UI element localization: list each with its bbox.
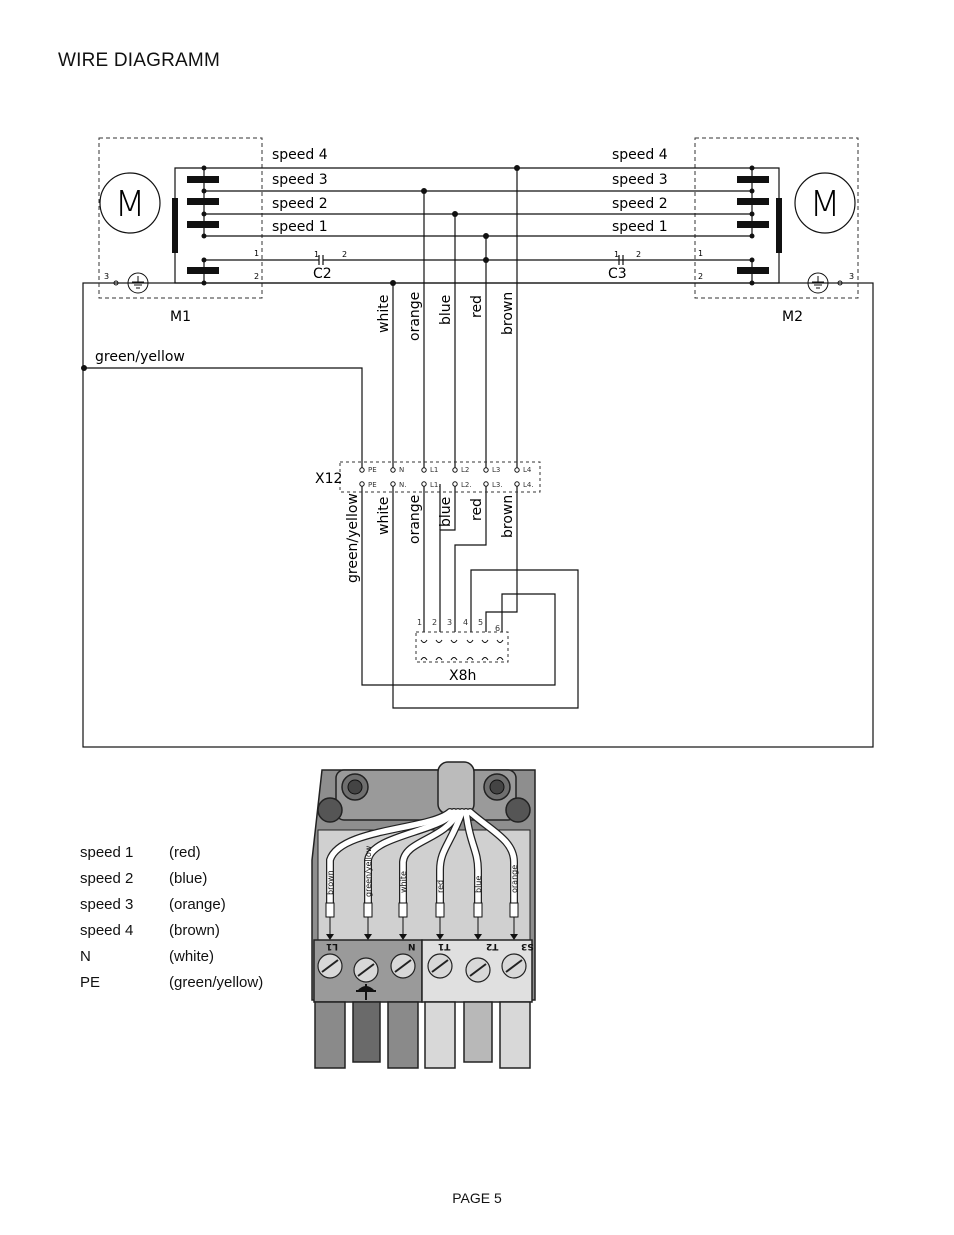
legend-value: (orange) [169, 896, 226, 913]
m1-pin1: 1 [254, 249, 259, 258]
legend-key: speed 4 [80, 922, 134, 939]
legend-key: N [80, 948, 91, 965]
x12-top-0: PE [368, 466, 377, 474]
motor-m2-label: M2 [782, 309, 803, 325]
wire-label-red-bottom: red [469, 498, 485, 521]
x8h-label: X8h [449, 668, 476, 684]
m2-pin2: 2 [698, 272, 703, 281]
x8h-pin-6: 6 [495, 624, 500, 633]
x8h-pin-5: 5 [478, 618, 483, 627]
wire-label-red-top: red [469, 295, 485, 318]
connector-ground-icon [356, 984, 376, 1000]
page-footer: PAGE 5 [452, 1190, 502, 1206]
wire-label-green-yellow-bottom: green/yellow [345, 493, 361, 583]
wire-label-blue-top: blue [438, 295, 454, 325]
connector-wire-green-yellow: green/yellow [364, 845, 373, 897]
page-title: WIRE DIAGRAMM [58, 50, 220, 71]
m1-circle [99, 172, 161, 234]
x8h-block [415, 631, 509, 663]
wire-label-orange-bottom: orange [407, 495, 423, 544]
m1-pin2: 2 [254, 272, 259, 281]
wire-label-brown-top: brown [500, 292, 516, 335]
m2-pin1: 1 [698, 249, 703, 258]
m1-pin3: 3 [104, 272, 109, 281]
x12-top-1: N [399, 466, 404, 474]
m1-winding-bar [172, 198, 178, 253]
m2-speed1: speed 1 [612, 219, 668, 235]
x12-bottom-3: L2. [461, 481, 472, 489]
wire-color-legend: speed 1 (red) speed 2 (blue) speed 3 (orang… [80, 840, 263, 996]
x12-bottom-0: PE [368, 481, 377, 489]
m2-speed3: speed 3 [612, 172, 668, 188]
legend-row: speed 1 (red) [80, 840, 263, 866]
m2-circle [794, 172, 856, 234]
capacitor-c3-label: C3 [608, 266, 627, 282]
wire-label-white-bottom: white [376, 497, 392, 535]
legend-row: PE (green/yellow) [80, 970, 263, 996]
wire-label-white-top: white [376, 295, 392, 333]
legend-value: (green/yellow) [169, 974, 264, 991]
c3-pin1: 1 [614, 250, 619, 259]
legend-value: (brown) [169, 922, 220, 939]
x12-bottom-4: L3. [492, 481, 503, 489]
terminal-n: N [408, 941, 416, 951]
m2-pin3: 3 [849, 272, 854, 281]
m1-speed3: speed 3 [272, 172, 328, 188]
terminal-connector-illustration: brown green/yellow white red blue orange… [311, 761, 536, 1069]
x12-bottom-1: N. [399, 481, 406, 489]
x12-top-3: L2 [461, 466, 469, 474]
m1-speed2: speed 2 [272, 196, 328, 212]
x8h-pin-1: 1 [417, 618, 422, 627]
wire-label-blue-bottom: blue [438, 497, 454, 527]
terminal-t2: T2 [486, 941, 498, 951]
m1-speed4: speed 4 [272, 147, 328, 163]
legend-key: speed 1 [80, 844, 134, 861]
wire-label-orange-top: orange [407, 292, 423, 341]
capacitor-c2-label: C2 [313, 266, 332, 282]
connector-wire-brown: brown [326, 870, 335, 895]
m2-speed2: speed 2 [612, 196, 668, 212]
x8h-pin-4: 4 [463, 618, 468, 627]
m2-winding-bar [776, 198, 782, 253]
x12-bottom-2: L1. [430, 481, 441, 489]
legend-row: speed 2 (blue) [80, 866, 263, 892]
connector-wire-blue: blue [474, 876, 483, 893]
x8h-pin-2: 2 [432, 618, 437, 627]
x12-top-4: L3 [492, 466, 500, 474]
x8h-pin-3: 3 [447, 618, 452, 627]
wire-label-brown-bottom: brown [500, 495, 516, 538]
green-yellow-label: green/yellow [95, 349, 185, 365]
x12-label: X12 [315, 471, 342, 487]
c3-pin2: 2 [636, 250, 641, 259]
connector-wire-red: red [436, 880, 445, 893]
x12-top-5: L4 [523, 466, 532, 474]
c2-pin1: 1 [314, 250, 319, 259]
m1-speed1: speed 1 [272, 219, 328, 235]
m2-speed4: speed 4 [612, 147, 668, 163]
x12-top-2: L1 [430, 466, 438, 474]
legend-value: (white) [169, 948, 215, 965]
terminal-l1: L1 [326, 941, 338, 951]
legend-value: (blue) [169, 870, 208, 887]
m2-symbol: M [809, 184, 840, 225]
terminal-t1: T1 [438, 941, 450, 951]
m1-symbol: M [114, 184, 145, 225]
x12-bottom-5: L4. [523, 481, 534, 489]
connector-wire-white: white [399, 871, 408, 893]
legend-row: speed 3 (orange) [80, 892, 263, 918]
legend-key: speed 3 [80, 896, 134, 913]
connector-wire-orange: orange [510, 865, 519, 893]
c2-pin2: 2 [342, 250, 347, 259]
legend-value: (red) [169, 844, 201, 861]
terminal-s3: S3 [521, 941, 534, 951]
legend-key: PE [80, 974, 101, 991]
legend-row: N (white) [80, 944, 263, 970]
legend-row: speed 4 (brown) [80, 918, 263, 944]
motor-m1-label: M1 [170, 309, 191, 325]
legend-key: speed 2 [80, 870, 134, 887]
x12-block [339, 461, 541, 493]
